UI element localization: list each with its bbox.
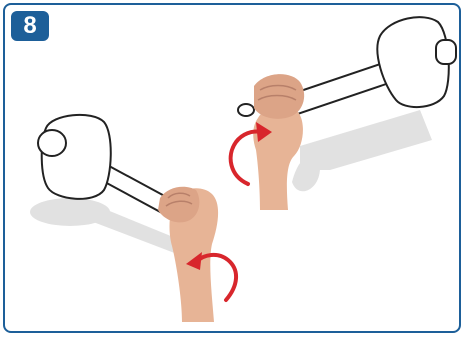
hand-right xyxy=(253,74,304,210)
mallet-shadow-right xyxy=(292,110,432,191)
